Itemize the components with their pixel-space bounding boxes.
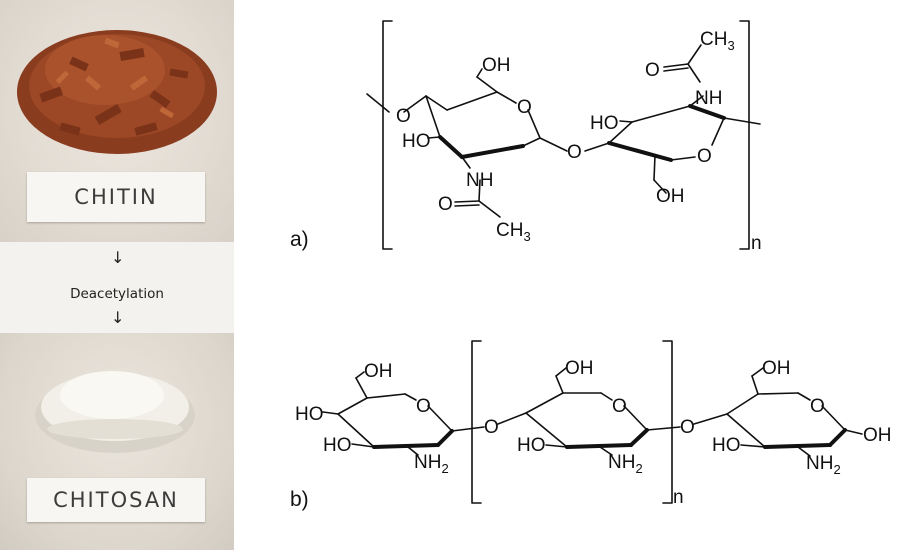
chitosan-powder-image xyxy=(35,371,195,453)
chitin-repeat-n: n xyxy=(751,233,762,254)
chitosan-r1-nh2: NH2 xyxy=(414,452,449,476)
chitosan-r3-oh-end: OH xyxy=(863,425,892,446)
chitosan-repeat-n: n xyxy=(673,487,684,508)
chitosan-photo: CHITOSAN xyxy=(0,333,234,550)
chitosan-label: CHITOSAN xyxy=(27,478,205,522)
chitin-oh-bottom: OH xyxy=(656,186,685,207)
chitin-ho-right: HO xyxy=(590,113,619,134)
chitin-ch3-bottom: CH3 xyxy=(496,220,531,244)
chitin-photo: CHITIN xyxy=(0,0,234,242)
chitin-ch3-top: CH3 xyxy=(700,29,735,53)
chitosan-r2-ho: HO xyxy=(517,435,546,456)
chitosan-r3-oh: OH xyxy=(762,358,791,379)
chitin-nh-bottom: NH xyxy=(466,170,493,191)
chitosan-structure xyxy=(322,340,863,504)
chitin-ho-ring: HO xyxy=(402,131,431,152)
chitin-structure xyxy=(366,20,761,250)
chitin-o-left: O xyxy=(396,106,411,127)
chitosan-r1-ho-bottom: HO xyxy=(323,435,352,456)
chitin-oh-top: OH xyxy=(482,55,511,76)
chitosan-structure-label: b) xyxy=(290,488,309,511)
chitosan-r2-nh2: NH2 xyxy=(608,452,643,476)
chitin-o-carbonyl-top: O xyxy=(645,60,660,81)
photo-column: CHITIN ↓ Deacetylation ↓ CHITOSAN xyxy=(0,0,234,550)
chitosan-r1-oh: OH xyxy=(364,361,393,382)
chitosan-r3-nh2: NH2 xyxy=(806,453,841,477)
chitosan-r2-oh: OH xyxy=(565,358,594,379)
process-band xyxy=(0,242,234,333)
chitosan-r3-ring-o: O xyxy=(810,396,825,417)
chitin-ring-o-left: O xyxy=(517,97,532,118)
chitin-o-carbonyl-bottom: O xyxy=(438,194,453,215)
chitin-structure-label: a) xyxy=(290,228,309,251)
chitosan-r2-ring-o: O xyxy=(612,396,627,417)
chitin-nh-top: NH xyxy=(695,88,722,109)
chitin-label: CHITIN xyxy=(27,172,205,222)
chitosan-link2-o: O xyxy=(680,417,695,438)
structures-diagram: OH O O HO O NH O CH3 CH3 O NH HO O OH n … xyxy=(290,20,892,511)
deacetylation-label: Deacetylation xyxy=(70,286,164,302)
chitosan-r3-ho: HO xyxy=(712,435,741,456)
chitin-glyco-o: O xyxy=(567,142,582,163)
down-arrow-icon: ↓ xyxy=(111,248,125,267)
chitosan-r1-ring-o: O xyxy=(416,396,431,417)
chitin-flakes-image xyxy=(17,30,217,154)
chitin-ring-o-right: O xyxy=(697,146,712,167)
chitosan-link1-o: O xyxy=(484,417,499,438)
down-arrow-icon: ↓ xyxy=(111,308,125,327)
chitosan-r1-ho-top: HO xyxy=(295,404,324,425)
